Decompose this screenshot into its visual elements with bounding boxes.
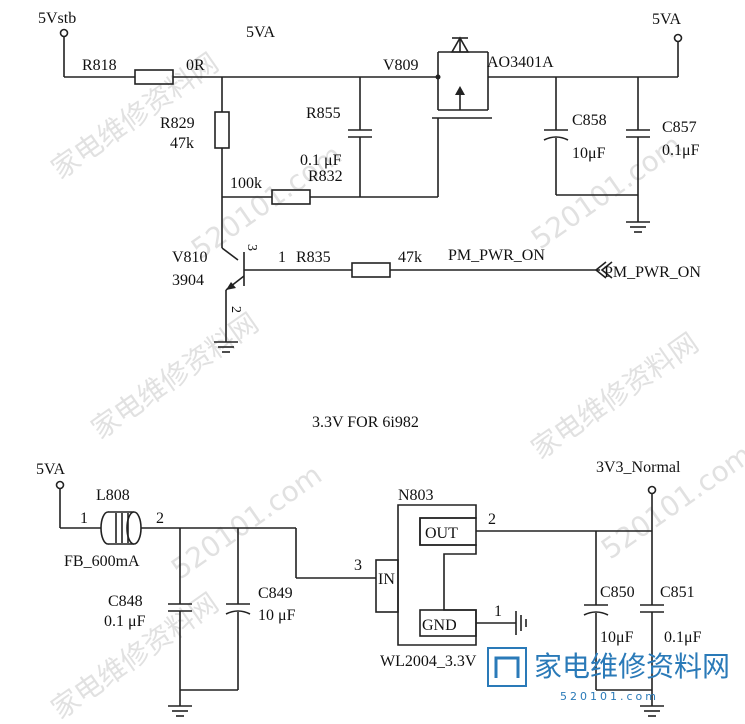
resistor-r829	[214, 111, 230, 149]
pin-in-box	[375, 559, 399, 613]
pin-2: 2	[228, 306, 243, 313]
l808-value: FB_600mA	[64, 553, 140, 570]
net-label-5va-right: 5VA	[652, 11, 681, 28]
r835-value: 47k	[398, 249, 422, 266]
watermark-layer: 家电维修资料网 520101.com 520101.com 家电维修资料网 家电…	[45, 46, 745, 724]
bottom-circuit: 5VA L808 1 2 FB_600mA C848 0.1 μF	[36, 459, 702, 717]
watermark-url: 520101.com	[165, 458, 328, 586]
cap-plate-curved	[583, 611, 609, 616]
cap-plate-curved	[543, 136, 569, 141]
section-title: 3.3V FOR 6i982	[312, 414, 419, 431]
brand-logo: 家电维修资料网 520101.com	[487, 647, 730, 703]
port-pm-pwr-on: PM_PWR_ON	[604, 264, 701, 281]
r835-ref: R835	[296, 249, 331, 266]
emitter-arrow	[226, 282, 236, 290]
net-label-5vstb: 5Vstb	[38, 10, 76, 27]
v809-ref: V809	[383, 57, 419, 74]
r829-value: 47k	[170, 135, 194, 152]
ferrite-bead-l808	[100, 511, 142, 545]
terminal-5va	[55, 480, 65, 490]
watermark-text: 家电维修资料网	[525, 326, 704, 465]
n803-pin-in-num: 3	[354, 557, 362, 574]
c857-value: 0.1μF	[662, 142, 700, 159]
pin-1: 1	[278, 249, 286, 266]
ground-symbol	[515, 611, 527, 635]
watermark-url: 520101.com	[595, 438, 745, 566]
net-label-3v3-normal: 3V3_Normal	[596, 459, 681, 476]
n803-ref: N803	[398, 487, 434, 504]
c850-ref: C850	[600, 584, 635, 601]
ground-symbol	[640, 705, 664, 717]
watermark-text: 家电维修资料网	[85, 306, 264, 445]
c851-ref: C851	[660, 584, 695, 601]
collector	[221, 247, 239, 261]
net-label-5va: 5VA	[36, 461, 65, 478]
mosfet-v809: V809 AO3401A	[383, 36, 554, 197]
l808-pin2: 2	[156, 510, 164, 527]
v810-ref: V810	[172, 249, 208, 266]
r829-ref: R829	[160, 115, 195, 132]
brand-icon-tv	[494, 656, 520, 678]
l808-ref: L808	[96, 487, 130, 504]
c849-value: 10 μF	[258, 607, 296, 624]
r818-value: 0R	[186, 57, 205, 74]
l808-pin1: 1	[80, 510, 88, 527]
offpage-connector-icon	[594, 261, 613, 279]
brand-icon	[487, 647, 527, 687]
net-label-pm-pwr-on: PM_PWR_ON	[448, 247, 545, 264]
c848-ref: C848	[108, 593, 143, 610]
c857-ref: C857	[662, 119, 697, 136]
brand-url: 520101.com	[560, 690, 659, 703]
n803-pin-in: IN	[378, 571, 395, 588]
c858-value: 10μF	[572, 145, 606, 162]
resistor-r835	[351, 262, 391, 278]
cap-plate-curved	[225, 610, 251, 615]
junction-dot	[435, 74, 441, 80]
r818-ref: R818	[82, 57, 117, 74]
brand-name: 家电维修资料网	[534, 650, 730, 683]
r832-ref: R832	[308, 168, 343, 185]
terminal-5vstb	[59, 28, 69, 38]
terminal-5va	[673, 33, 683, 43]
v809-part: AO3401A	[487, 54, 554, 71]
c849-ref: C849	[258, 585, 293, 602]
c851-value: 0.1μF	[664, 629, 702, 646]
n803-pin-out: OUT	[425, 525, 458, 542]
c858-ref: C858	[572, 112, 607, 129]
net-label-5va: 5VA	[246, 24, 275, 41]
ground-symbol	[168, 705, 192, 717]
n803-pin-gnd: GND	[422, 617, 457, 634]
n803-pin-gnd-num: 1	[494, 603, 502, 620]
ground-symbol	[214, 341, 238, 353]
arrow-head	[455, 86, 465, 95]
r855-value: 0.1 μF	[300, 152, 342, 169]
c850-value: 10μF	[600, 629, 634, 646]
ground-symbol	[626, 221, 650, 233]
terminal-3v3	[647, 485, 657, 495]
transistor-v810: V810 3904 3 2	[172, 244, 259, 342]
v810-part: 3904	[172, 272, 204, 289]
pin-3: 3	[244, 244, 259, 251]
r855-ref: R855	[306, 105, 341, 122]
n803-pin-out-num: 2	[488, 511, 496, 528]
n803-part: WL2004_3.3V	[380, 653, 477, 670]
r832-value: 100k	[230, 175, 262, 192]
top-circuit: 5Vstb R818 0R 5VA R829 47k 100k R832 R85…	[38, 10, 701, 353]
c848-value: 0.1 μF	[104, 613, 146, 630]
